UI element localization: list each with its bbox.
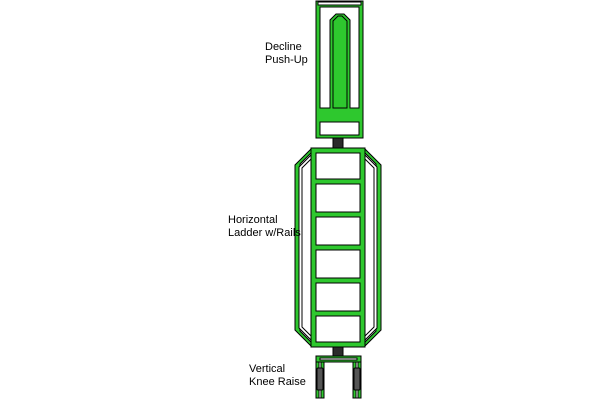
connector-bottom (332, 346, 344, 357)
knee-raise-left-pad (316, 367, 324, 391)
label-line: Horizontal (228, 214, 278, 226)
knee-raise-right-pad (353, 367, 361, 391)
decline-push-up-station[interactable] (315, 0, 364, 139)
horizontal-ladder-station[interactable] (294, 147, 382, 348)
label-line: Knee Raise (249, 376, 306, 388)
ladder-rung-space (315, 282, 361, 312)
ladder-rung-space (315, 216, 361, 246)
ladder-rung-space (315, 183, 361, 213)
ladder-rung-space (315, 249, 361, 279)
vertical-knee-raise-station[interactable] (315, 355, 362, 399)
ladder-bottom-opening (315, 315, 361, 343)
connector-top (332, 137, 344, 149)
horizontal-ladder-label: Horizontal Ladder w/Rails (228, 214, 301, 240)
label-line: Push-Up (265, 54, 308, 66)
decline-bench-opening (319, 6, 360, 109)
knee-raise-top-bar-inner (319, 357, 358, 361)
label-line: Decline (265, 41, 302, 53)
right-rail-inner (364, 153, 378, 342)
vertical-knee-raise-label: Vertical Knee Raise (249, 363, 306, 389)
ladder-top-opening (315, 152, 361, 180)
decline-bench-board (332, 15, 348, 109)
decline-top-cap (317, 1, 362, 6)
label-line: Vertical (249, 363, 286, 375)
decline-push-up-label: Decline Push-Up (265, 41, 308, 67)
left-rail-inner (298, 153, 312, 342)
ladder-frame (310, 147, 366, 348)
label-line: Ladder w/Rails (228, 227, 301, 239)
decline-base-opening (319, 121, 360, 136)
